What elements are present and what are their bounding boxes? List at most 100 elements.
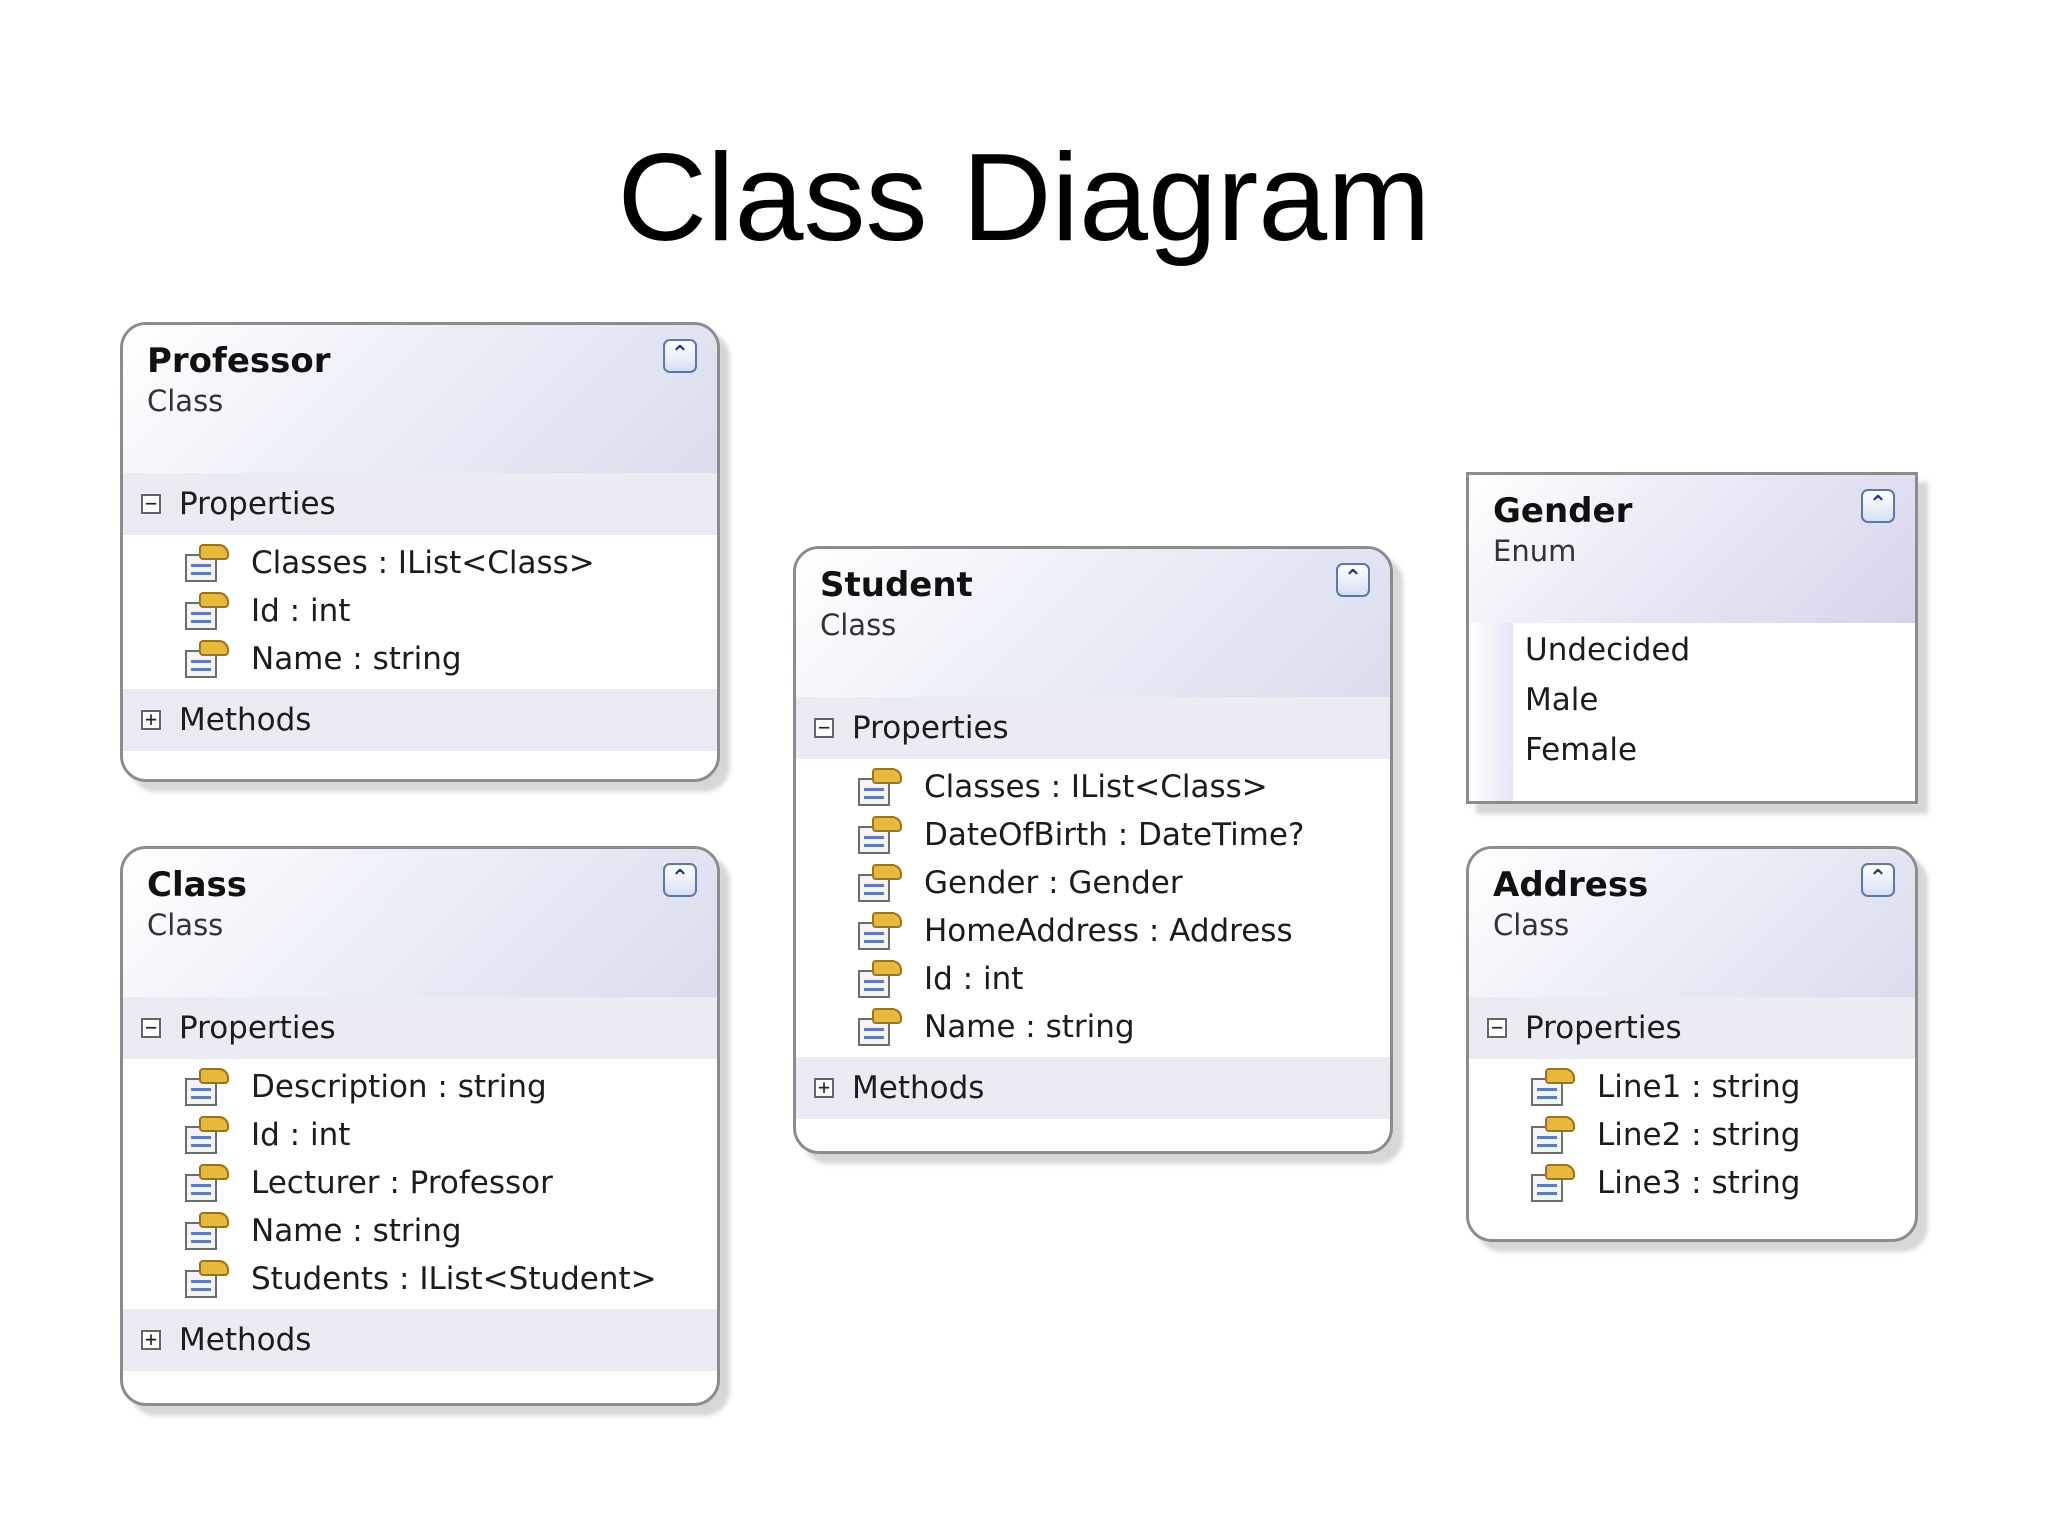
property-text: HomeAddress : Address — [924, 913, 1293, 949]
properties-section-header[interactable]: − Properties — [123, 473, 717, 535]
property-text: Line3 : string — [1597, 1165, 1801, 1201]
section-label: Methods — [179, 1322, 312, 1358]
property-icon — [183, 592, 229, 630]
collapse-icon[interactable]: ⌃ — [1336, 563, 1370, 597]
property-text: Id : int — [251, 593, 351, 629]
methods-section-header[interactable]: + Methods — [796, 1057, 1390, 1119]
collapse-icon[interactable]: ⌃ — [663, 863, 697, 897]
shape-kind: Enum — [1493, 534, 1577, 568]
property-item[interactable]: Description : string — [123, 1063, 717, 1111]
property-icon — [183, 1068, 229, 1106]
methods-section-header[interactable]: + Methods — [123, 689, 717, 751]
enum-value[interactable]: Male — [1525, 682, 1599, 718]
shape-header: Professor Class ⌃ — [123, 325, 717, 473]
section-label: Properties — [1525, 1010, 1682, 1046]
property-text: Name : string — [251, 1213, 462, 1249]
plus-box-icon[interactable]: + — [141, 709, 161, 730]
property-icon — [1529, 1116, 1575, 1154]
property-item[interactable]: Id : int — [123, 587, 717, 635]
property-item[interactable]: Id : int — [796, 955, 1390, 1003]
shape-name: Address — [1493, 865, 1649, 905]
property-item[interactable]: Name : string — [123, 635, 717, 683]
property-icon — [1529, 1164, 1575, 1202]
minus-box-icon[interactable]: − — [1487, 1017, 1507, 1038]
property-text: Classes : IList<Class> — [924, 769, 1268, 805]
property-text: Classes : IList<Class> — [251, 545, 595, 581]
collapse-icon[interactable]: ⌃ — [1861, 863, 1895, 897]
property-item[interactable]: Classes : IList<Class> — [123, 539, 717, 587]
property-item[interactable]: Name : string — [796, 1003, 1390, 1051]
shape-kind: Class — [1493, 908, 1570, 942]
enum-value[interactable]: Undecided — [1525, 632, 1691, 668]
section-label: Properties — [852, 710, 1009, 746]
shape-kind: Class — [820, 608, 897, 642]
shape-name: Professor — [147, 341, 331, 381]
shape-header: Student Class ⌃ — [796, 549, 1390, 697]
class-shape-class[interactable]: Class Class ⌃ − Properties Description :… — [120, 846, 720, 1406]
enum-value[interactable]: Female — [1525, 732, 1638, 768]
property-icon — [183, 1116, 229, 1154]
shape-header: Address Class ⌃ — [1469, 849, 1915, 997]
property-icon — [183, 544, 229, 582]
property-item[interactable]: Gender : Gender — [796, 859, 1390, 907]
class-shape-professor[interactable]: Professor Class ⌃ − Properties Classes :… — [120, 322, 720, 782]
property-text: DateOfBirth : DateTime? — [924, 817, 1305, 853]
minus-box-icon[interactable]: − — [141, 1017, 161, 1038]
section-label: Properties — [179, 486, 336, 522]
enum-gutter — [1469, 623, 1513, 801]
property-item[interactable]: Line2 : string — [1469, 1111, 1915, 1159]
property-text: Name : string — [251, 641, 462, 677]
property-icon — [183, 1212, 229, 1250]
property-item[interactable]: Lecturer : Professor — [123, 1159, 717, 1207]
property-icon — [856, 816, 902, 854]
property-icon — [856, 912, 902, 950]
shape-kind: Class — [147, 384, 224, 418]
property-icon — [1529, 1068, 1575, 1106]
property-text: Id : int — [251, 1117, 351, 1153]
property-item[interactable]: DateOfBirth : DateTime? — [796, 811, 1390, 859]
property-icon — [856, 1008, 902, 1046]
property-item[interactable]: Line3 : string — [1469, 1159, 1915, 1207]
shape-kind: Class — [147, 908, 224, 942]
section-label: Properties — [179, 1010, 336, 1046]
shape-name: Student — [820, 565, 973, 605]
class-shape-student[interactable]: Student Class ⌃ − Properties Classes : I… — [793, 546, 1393, 1154]
property-icon — [856, 864, 902, 902]
property-item[interactable]: Id : int — [123, 1111, 717, 1159]
class-shape-address[interactable]: Address Class ⌃ − Properties Line1 : str… — [1466, 846, 1918, 1242]
page-title: Class Diagram — [617, 129, 1431, 267]
plus-box-icon[interactable]: + — [814, 1077, 834, 1098]
enum-shape-gender[interactable]: Gender Enum ⌃ Undecided Male Female — [1466, 472, 1918, 804]
property-text: Gender : Gender — [924, 865, 1183, 901]
collapse-icon[interactable]: ⌃ — [663, 339, 697, 373]
plus-box-icon[interactable]: + — [141, 1329, 161, 1350]
property-icon — [183, 1260, 229, 1298]
property-item[interactable]: HomeAddress : Address — [796, 907, 1390, 955]
properties-section-header[interactable]: − Properties — [123, 997, 717, 1059]
section-label: Methods — [852, 1070, 985, 1106]
property-icon — [856, 768, 902, 806]
property-text: Id : int — [924, 961, 1024, 997]
property-item[interactable]: Line1 : string — [1469, 1063, 1915, 1111]
shape-header: Class Class ⌃ — [123, 849, 717, 997]
property-icon — [183, 640, 229, 678]
methods-section-header[interactable]: + Methods — [123, 1309, 717, 1371]
minus-box-icon[interactable]: − — [814, 717, 834, 738]
properties-section-header[interactable]: − Properties — [796, 697, 1390, 759]
property-text: Students : IList<Student> — [251, 1261, 657, 1297]
properties-section-header[interactable]: − Properties — [1469, 997, 1915, 1059]
shape-name: Class — [147, 865, 248, 905]
property-text: Lecturer : Professor — [251, 1165, 553, 1201]
shape-header: Gender Enum ⌃ — [1469, 475, 1915, 623]
property-text: Line2 : string — [1597, 1117, 1801, 1153]
property-item[interactable]: Classes : IList<Class> — [796, 763, 1390, 811]
property-text: Name : string — [924, 1009, 1135, 1045]
property-text: Line1 : string — [1597, 1069, 1801, 1105]
property-item[interactable]: Students : IList<Student> — [123, 1255, 717, 1303]
minus-box-icon[interactable]: − — [141, 493, 161, 514]
collapse-icon[interactable]: ⌃ — [1861, 489, 1895, 523]
shape-name: Gender — [1493, 491, 1633, 531]
property-item[interactable]: Name : string — [123, 1207, 717, 1255]
property-icon — [856, 960, 902, 998]
section-label: Methods — [179, 702, 312, 738]
